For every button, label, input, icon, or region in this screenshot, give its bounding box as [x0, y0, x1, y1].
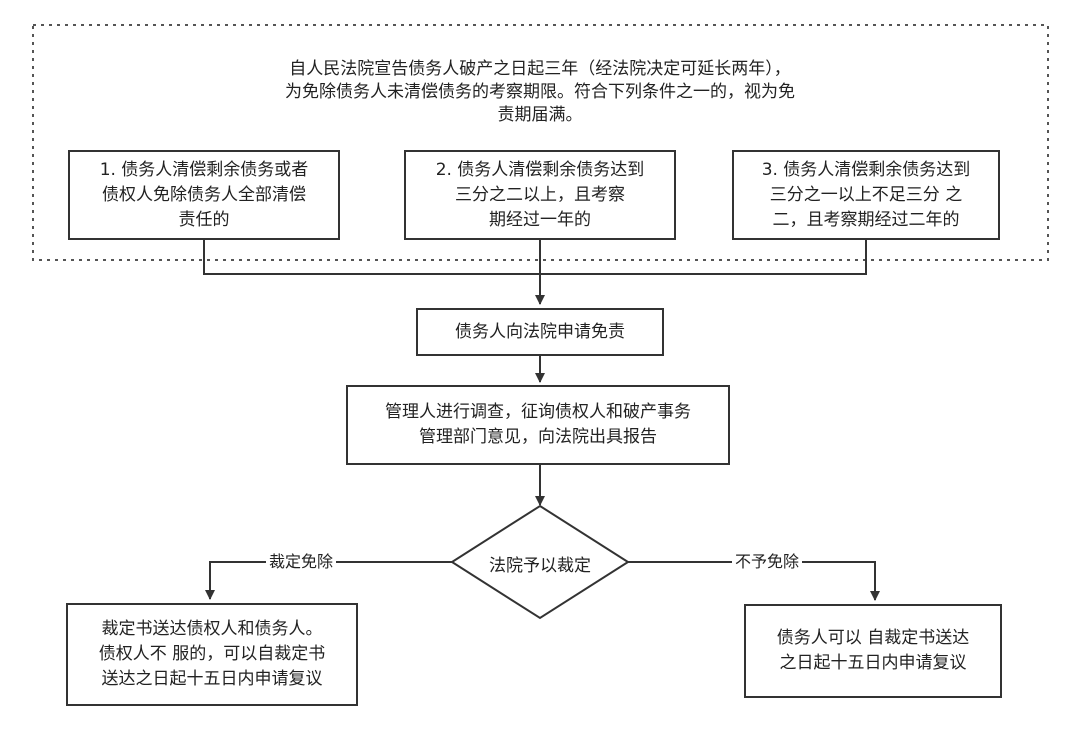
apply-text: 债务人向法院申请免责 — [455, 321, 625, 342]
condition-box-2: 2. 债务人清偿剩余债务达到 三分之二以上，且考察 期经过一年的 — [404, 150, 676, 240]
outcome-left-box: 裁定书送达债权人和债务人。 债权人不 服的，可以自裁定书 送达之日起十五日内申请… — [66, 603, 358, 706]
decision-label: 法院予以裁定 — [489, 555, 591, 576]
decision-diamond — [450, 504, 630, 620]
outcome-left-text: 裁定书送达债权人和债务人。 债权人不 服的，可以自裁定书 送达之日起十五日内申请… — [98, 619, 326, 689]
outcome-right-box: 债务人可以 自裁定书送达 之日起十五日内申请复议 — [744, 604, 1002, 698]
investigate-box: 管理人进行调查，征询债权人和破产事务 管理部门意见，向法院出具报告 — [346, 385, 730, 465]
edge-label-left: 裁定免除 — [266, 552, 337, 572]
investigate-text: 管理人进行调查，征询债权人和破产事务 管理部门意见，向法院出具报告 — [385, 402, 691, 447]
condition-box-3: 3. 债务人清偿剩余债务达到 三分之一以上不足三分 之 二，且考察期经过二年的 — [732, 150, 1000, 240]
connector-cond3 — [540, 240, 867, 275]
apply-box: 债务人向法院申请免责 — [416, 308, 664, 356]
edge-label-right: 不予免除 — [732, 552, 803, 572]
condition-text-1: 1. 债务人清偿剩余债务或者 债权人免除债务人全部清偿 责任的 — [99, 159, 309, 230]
arrow-right-branch — [628, 561, 880, 601]
condition-text-3: 3. 债务人清偿剩余债务达到 三分之一以上不足三分 之 二，且考察期经过二年的 — [761, 159, 971, 230]
outcome-right-text: 债务人可以 自裁定书送达 之日起十五日内申请复议 — [776, 628, 970, 673]
arrow-left-branch — [205, 561, 452, 600]
condition-box-1: 1. 债务人清偿剩余债务或者 债权人免除债务人全部清偿 责任的 — [68, 150, 340, 240]
header-description: 自人民法院宣告债务人破产之日起三年（经法院决定可延长两年）， 为免除债务人未清偿… — [285, 59, 795, 125]
condition-text-2: 2. 债务人清偿剩余债务达到 三分之二以上，且考察 期经过一年的 — [435, 159, 645, 230]
connector-cond1 — [203, 240, 540, 275]
